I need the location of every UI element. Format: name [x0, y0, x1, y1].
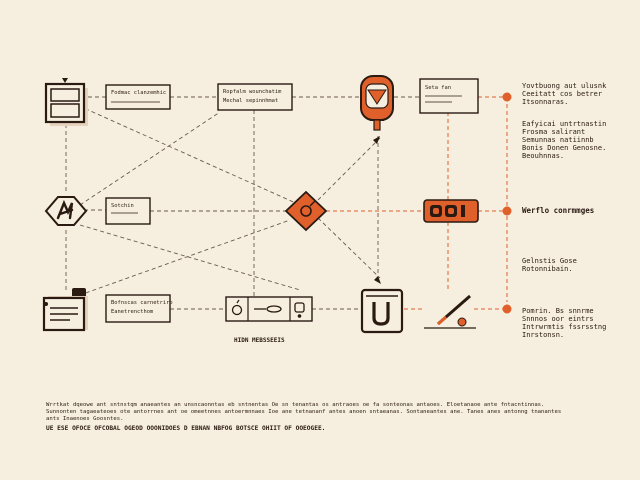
node-dot — [502, 206, 512, 216]
connector — [65, 99, 301, 206]
note-3: Werflo conrmmges — [522, 207, 594, 215]
signature-badge — [44, 196, 88, 226]
box-b: Ropfalm wounchatim Mechal sepinnhmat — [217, 83, 293, 111]
connector — [317, 137, 381, 201]
box-e: Bofnscas carnetriro Eanetrencthom — [105, 294, 173, 323]
status-display-icon — [423, 199, 479, 223]
box-e-line: Bofnscas carnetriro — [111, 300, 173, 306]
box-c-line: Sotchin — [111, 203, 134, 209]
connectors — [65, 96, 420, 310]
tablet-icon — [360, 288, 404, 334]
footer-caption: UE ESE OFOCE OFCOBAL OGEOD OOONIDOES D E… — [46, 425, 326, 432]
arrowhead — [373, 136, 380, 144]
note-line: Intrwrmtis fssrsstng — [522, 323, 607, 331]
box-a: Fodmac clanzemhic — [105, 84, 171, 110]
notepad-icon — [42, 288, 88, 332]
note-line: Itsonnaras. — [522, 98, 569, 106]
box-e-line: Eanetrencthom — [111, 309, 153, 315]
note-line: Bonis Donen Genosne. — [522, 144, 607, 152]
note-1: Yovtbuong aut ulusnk Ceeitatt cos betrer… — [522, 82, 606, 106]
arrowheads — [373, 136, 381, 284]
note-line: Inrstonsn. — [522, 331, 565, 339]
note-line: Semunnas natiinnb — [522, 136, 594, 144]
note-line: Snnnos oor eintrs — [522, 315, 594, 323]
pen-icon — [424, 294, 476, 329]
note-line: Gelnstis Gose — [522, 257, 577, 265]
toolbar-strip — [225, 296, 313, 322]
connector — [317, 217, 381, 279]
node-dot — [502, 92, 512, 102]
hub-diamond — [284, 190, 328, 232]
toolbar-caption: HIDN MEBSSEEIS — [234, 337, 285, 344]
arrowhead — [374, 276, 381, 284]
note-2: Eafyicai untrtnastin Frosma salirant Sem… — [522, 120, 606, 160]
note-line: Beouhnnas. — [522, 152, 565, 160]
box-d-line: Seta fan — [425, 85, 451, 91]
box-b-line: Mechal sepinnhmat — [223, 98, 278, 104]
box-c: Sotchin — [105, 197, 151, 225]
note-line: Werflo conrmmges — [522, 206, 595, 215]
node-dot — [502, 304, 512, 314]
note-line: Eafyicai untrtnastin — [522, 120, 607, 128]
connector — [79, 111, 221, 206]
note-5: Pomrin. Bs snnrme Snnnos oor eintrs Intr… — [522, 307, 606, 339]
fruit-icon — [231, 304, 243, 316]
accent-dots — [502, 92, 512, 314]
connector — [65, 219, 291, 301]
window-icon — [44, 78, 88, 126]
note-line: Frosma salirant — [522, 128, 586, 136]
note-4: Gelnstis Gose Rotonnibain. — [522, 257, 577, 273]
box-a-line: Fodmac clanzemhic — [111, 90, 166, 96]
dish-icon — [266, 305, 282, 313]
box-b-line: Ropfalm wounchatim — [223, 89, 281, 95]
note-line: Yovtbuong aut ulusnk — [522, 82, 607, 90]
pump-icon — [360, 75, 394, 131]
footer-paragraph: Wrrtkat dqeowe ant sntnstqm anaeantes an… — [46, 402, 562, 422]
note-line: Rotonnibain. — [522, 265, 573, 273]
connector — [79, 224, 301, 291]
note-line: Ceeitatt cos betrer — [522, 90, 603, 98]
box-d: Seta fan — [419, 78, 479, 114]
lock-icon — [294, 302, 305, 313]
accent-connectors — [326, 96, 508, 310]
note-line: Pomrin. Bs snnrme — [522, 307, 594, 315]
